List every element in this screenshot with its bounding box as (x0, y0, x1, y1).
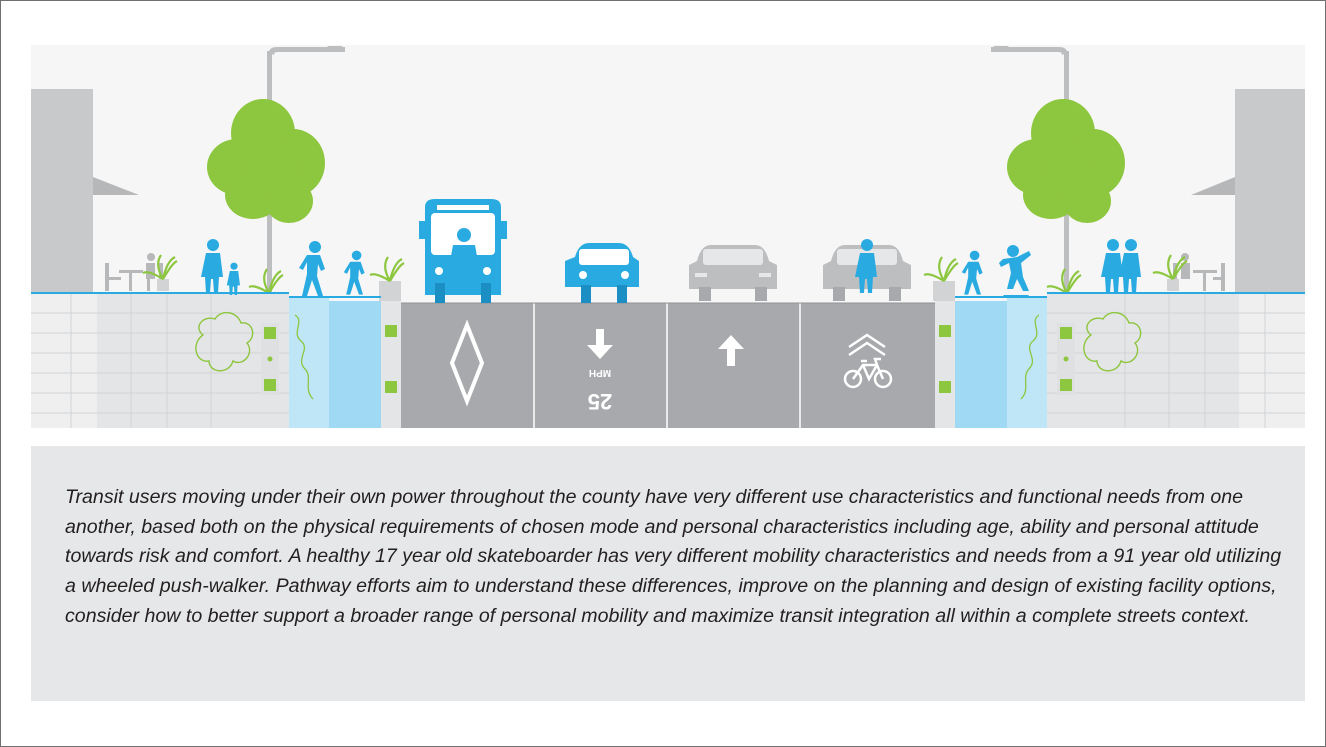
planting-strip-right (935, 301, 955, 428)
planter-icon (368, 255, 406, 301)
roadway (401, 302, 935, 428)
skateboarder-icon (999, 245, 1031, 298)
street-section-illustration: 25 MPH (31, 45, 1305, 428)
planter-icon (922, 255, 960, 301)
planter-icon (1151, 253, 1189, 291)
sidewalk-left (31, 292, 289, 428)
arrow-up-icon (718, 335, 744, 366)
caption-text: Transit users moving under their own pow… (65, 486, 1282, 627)
speed-limit-number: 25 (588, 389, 612, 414)
caption-box: Transit users moving under their own pow… (31, 446, 1305, 701)
speed-limit-marking: 25 MPH (588, 367, 612, 414)
planting-strip-left (381, 301, 401, 428)
sidewalk-right (1047, 292, 1305, 428)
tree-icon (207, 99, 325, 295)
car-icon (565, 243, 639, 303)
planter-icon (141, 253, 179, 291)
bike-path-left (289, 296, 381, 428)
car-icon (689, 245, 777, 301)
bike-path-right (955, 296, 1047, 428)
speed-limit-unit: MPH (589, 367, 611, 378)
sharrow-bike-icon (843, 333, 893, 389)
arrow-down-icon (587, 329, 613, 359)
diamond-marking-icon (449, 319, 485, 407)
tree-icon (1007, 99, 1125, 295)
bus-icon (419, 199, 507, 303)
